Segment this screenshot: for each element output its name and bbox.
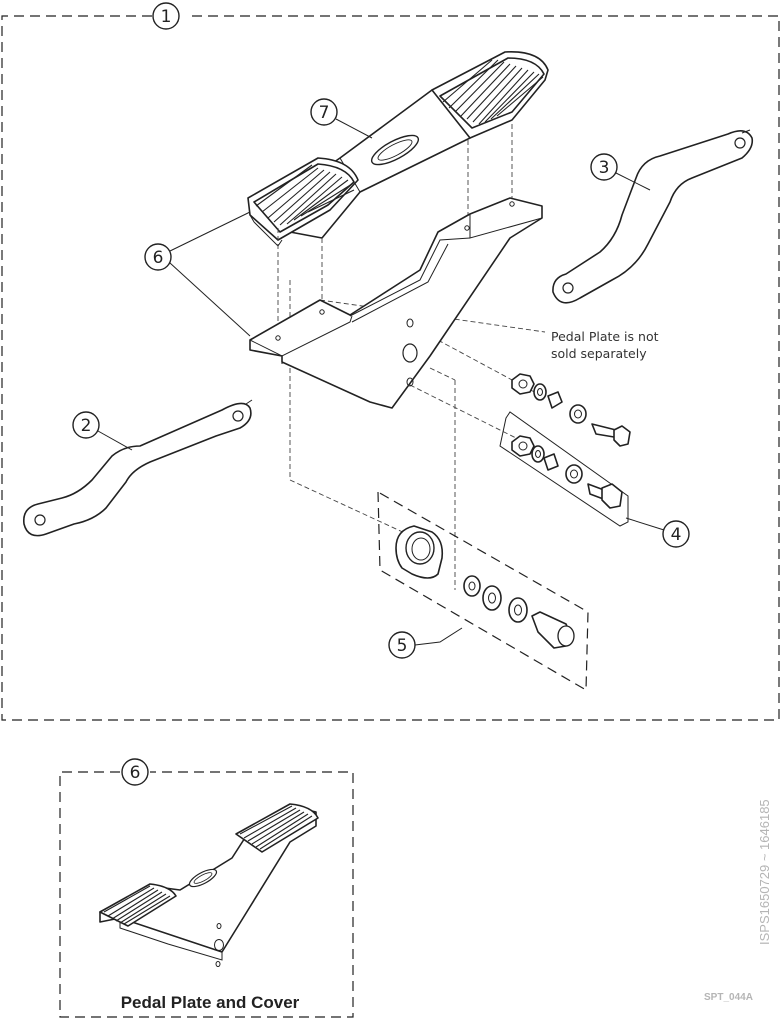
callout-6-inset: 6 bbox=[121, 758, 149, 786]
pedal-plate bbox=[249, 197, 543, 409]
svg-text:6: 6 bbox=[153, 248, 164, 268]
svg-text:5: 5 bbox=[397, 636, 408, 656]
svg-text:sold separately: sold separately bbox=[551, 346, 647, 361]
link-arm-left bbox=[22, 399, 253, 537]
inset-caption: Pedal Plate and Cover bbox=[121, 993, 300, 1012]
sheet-id: SPT_044A bbox=[704, 992, 753, 1003]
svg-text:6: 6 bbox=[130, 763, 141, 783]
svg-text:7: 7 bbox=[319, 103, 330, 123]
callout-2: 2 bbox=[72, 411, 133, 451]
callout-3: 3 bbox=[590, 153, 651, 191]
svg-text:1: 1 bbox=[161, 7, 172, 27]
svg-text:2: 2 bbox=[81, 416, 92, 436]
hardware-group-4 bbox=[499, 411, 629, 527]
svg-text:4: 4 bbox=[671, 525, 682, 545]
link-arm-right bbox=[552, 129, 754, 304]
assembly-boundary bbox=[1, 15, 780, 721]
hardware-group-5 bbox=[377, 490, 589, 692]
document-id: ISPS1650729 ~ 1646185 bbox=[757, 799, 772, 945]
callout-1: 1 bbox=[152, 2, 180, 30]
callout-4: 4 bbox=[625, 517, 690, 548]
inset-pedal-assembly bbox=[99, 803, 319, 967]
svg-text:3: 3 bbox=[599, 158, 610, 178]
pedal-cover bbox=[247, 51, 549, 247]
callout-7: 7 bbox=[310, 98, 373, 139]
inset-box bbox=[59, 771, 354, 1018]
svg-text:Pedal Plate is not: Pedal Plate is not bbox=[551, 329, 659, 344]
hardware-upper-row bbox=[511, 373, 631, 447]
callout-6: 6 bbox=[144, 211, 251, 337]
note-not-sold-separately: Pedal Plate is not sold separately bbox=[551, 329, 659, 361]
callout-5: 5 bbox=[388, 627, 463, 659]
